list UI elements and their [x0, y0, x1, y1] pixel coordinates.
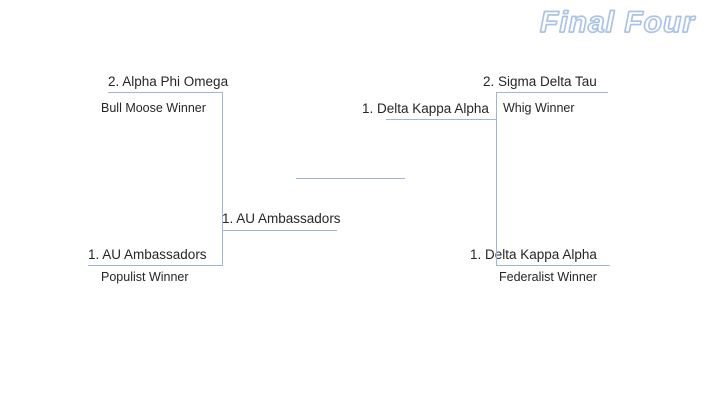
left-top-connector-line	[108, 92, 222, 93]
right-top-connector-line	[496, 92, 608, 93]
left-top-winner-label: Bull Moose Winner	[101, 101, 206, 115]
left-bracket-spine	[222, 92, 223, 266]
left-advancing-seed-label[interactable]: 1. AU Ambassadors	[222, 211, 341, 226]
left-bottom-seed-label[interactable]: 1. AU Ambassadors	[88, 247, 207, 262]
left-top-seed-label[interactable]: 2. Alpha Phi Omega	[108, 74, 229, 89]
right-bottom-seed-label[interactable]: 1. Delta Kappa Alpha	[470, 247, 597, 262]
right-bottom-winner-label: Federalist Winner	[499, 270, 597, 284]
right-top-seed-label[interactable]: 2. Sigma Delta Tau	[483, 74, 597, 89]
right-bottom-connector-line	[496, 265, 610, 266]
right-top-winner-label: Whig Winner	[503, 101, 575, 115]
right-bracket-spine	[496, 92, 497, 266]
left-bottom-connector-line	[88, 265, 222, 266]
left-advancing-connector-line	[222, 230, 337, 231]
right-advancing-connector-line	[386, 119, 496, 120]
page-title: Final Four	[539, 5, 695, 40]
right-advancing-seed-label[interactable]: 1. Delta Kappa Alpha	[362, 101, 489, 116]
championship-connector-line	[296, 178, 405, 179]
left-bottom-winner-label: Populist Winner	[101, 270, 189, 284]
